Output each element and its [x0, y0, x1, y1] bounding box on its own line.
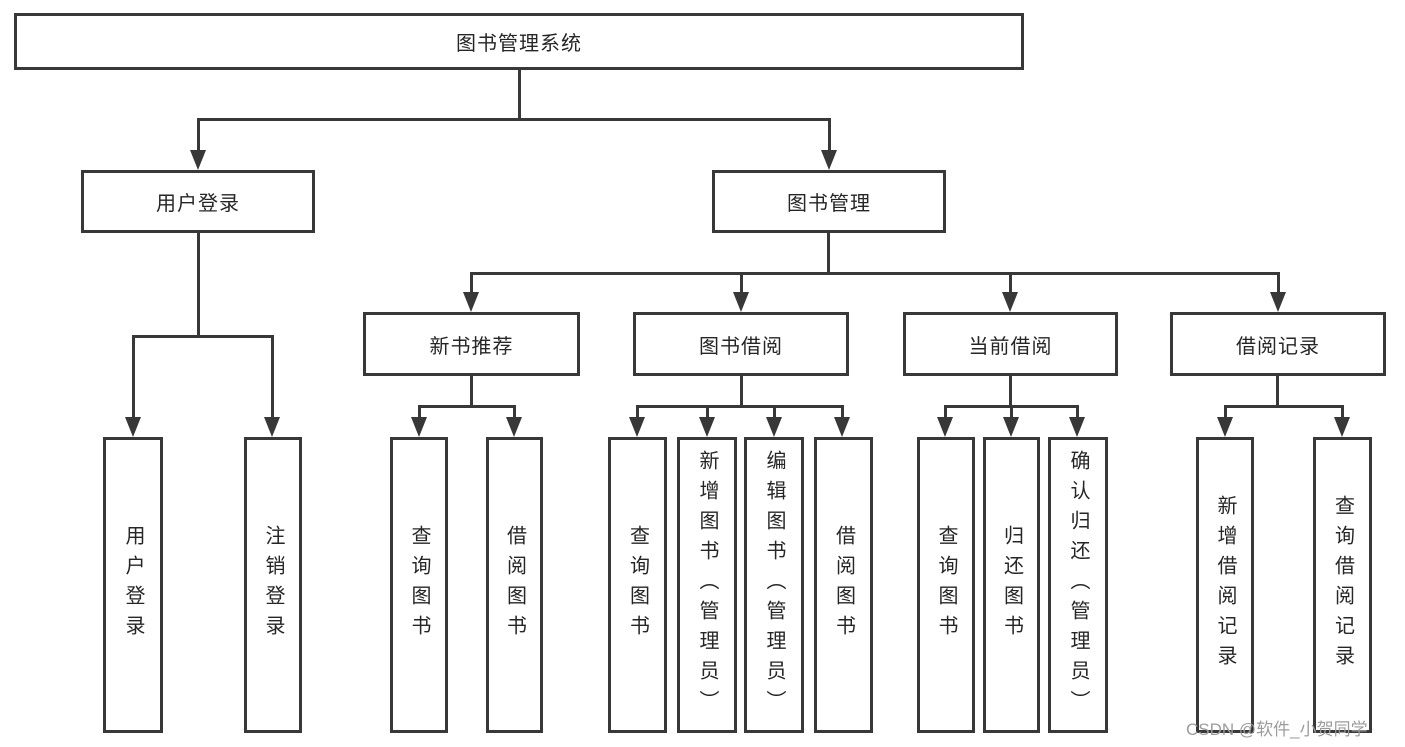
- arrow-down-icon: [766, 417, 782, 437]
- connector-to-book-borrow: [740, 272, 743, 296]
- leaf-borrow-book-recommend: 借阅图书: [486, 437, 543, 733]
- node-new-book-recommend: 新书推荐: [363, 312, 580, 376]
- connector-to-borrow-records: [1277, 272, 1280, 296]
- connector-new-book-bar: [418, 405, 516, 408]
- connector-stub: [706, 405, 709, 419]
- arrow-down-icon: [821, 150, 837, 170]
- leaf-edit-book-admin-label: 编辑图书（管理员）: [763, 450, 785, 720]
- leaf-query-book-current-label: 查询图书: [935, 525, 957, 645]
- connector-user-login-to-login: [132, 335, 135, 419]
- leaf-user-login-label: 用户登录: [122, 525, 144, 645]
- leaf-query-book-recommend: 查询图书: [390, 437, 448, 733]
- leaf-borrow-book: 借阅图书: [814, 437, 873, 733]
- node-borrow-records-label: 借阅记录: [1236, 335, 1320, 358]
- leaf-query-book-borrow: 查询图书: [608, 437, 667, 733]
- connector-stub: [841, 405, 844, 419]
- connector-stub: [513, 405, 516, 419]
- connector-stub: [418, 405, 421, 419]
- arrow-down-icon: [699, 417, 715, 437]
- connector-stub: [773, 405, 776, 419]
- connector-stub: [944, 405, 947, 419]
- node-book-borrow-label: 图书借阅: [699, 335, 783, 358]
- node-book-management: 图书管理: [712, 170, 946, 233]
- connector-new-book-stem: [470, 376, 473, 405]
- connector-user-login-to-logout: [271, 335, 274, 419]
- arrow-down-icon: [937, 417, 953, 437]
- arrow-down-icon: [629, 417, 645, 437]
- leaf-add-borrow-record: 新增借阅记录: [1196, 437, 1254, 733]
- leaf-query-borrow-record: 查询借阅记录: [1313, 437, 1372, 733]
- arrow-down-icon: [1217, 417, 1233, 437]
- connector-to-current-borrow: [1009, 272, 1012, 296]
- leaf-borrow-book-label: 借阅图书: [832, 525, 855, 645]
- arrow-down-icon: [1270, 292, 1286, 312]
- leaf-logout-label: 注销登录: [262, 525, 284, 645]
- arrow-down-icon: [1069, 417, 1085, 437]
- arrow-down-icon: [411, 417, 427, 437]
- connector-stub: [636, 405, 639, 419]
- leaf-add-book-admin-label: 新增图书（管理员）: [696, 450, 718, 720]
- connector-to-new-book: [470, 272, 473, 296]
- connector-root-to-user-login: [197, 118, 200, 152]
- node-current-borrow-label: 当前借阅: [968, 335, 1053, 358]
- node-user-login: 用户登录: [81, 170, 315, 233]
- connector-stub: [1341, 405, 1344, 419]
- connector-root-stem: [518, 69, 521, 118]
- arrow-down-icon: [733, 292, 749, 312]
- arrow-down-icon: [190, 150, 206, 170]
- node-user-login-label: 用户登录: [156, 193, 240, 215]
- leaf-return-book-label: 归还图书: [1000, 525, 1023, 645]
- connector-borrow-records-bar: [1224, 405, 1342, 408]
- node-book-borrow: 图书借阅: [633, 312, 849, 376]
- leaf-confirm-return-admin: 确认归还（管理员）: [1048, 437, 1108, 733]
- leaf-user-login: 用户登录: [103, 437, 163, 733]
- leaf-add-book-admin: 新增图书（管理员）: [677, 437, 737, 733]
- connector-borrow-records-stem: [1276, 376, 1279, 405]
- leaf-edit-book-admin: 编辑图书（管理员）: [744, 437, 804, 733]
- leaf-confirm-return-admin-label: 确认归还（管理员）: [1067, 450, 1089, 720]
- connector-user-login-stem: [197, 233, 200, 335]
- node-new-book-recommend-label: 新书推荐: [429, 335, 514, 358]
- arrow-down-icon: [1002, 292, 1018, 312]
- arrow-down-icon: [834, 417, 850, 437]
- connector-user-login-bar: [132, 335, 274, 338]
- node-root: 图书管理系统: [14, 13, 1024, 70]
- connector-stub: [1076, 405, 1079, 419]
- arrow-down-icon: [1003, 417, 1019, 437]
- leaf-borrow-book-recommend-label: 借阅图书: [503, 525, 526, 645]
- connector-stub: [1224, 405, 1227, 419]
- csdn-watermark: CSDN @软件_小贺同学: [1186, 720, 1368, 739]
- node-root-label: 图书管理系统: [456, 33, 582, 55]
- leaf-logout: 注销登录: [244, 437, 302, 733]
- connector-current-borrow-stem: [1009, 376, 1012, 405]
- leaf-query-book-recommend-label: 查询图书: [408, 525, 430, 645]
- connector-root-to-book-management: [828, 118, 831, 152]
- connector-stub: [1010, 405, 1013, 419]
- arrow-down-icon: [125, 417, 141, 437]
- leaf-query-borrow-record-label: 查询借阅记录: [1331, 495, 1354, 675]
- leaf-add-borrow-record-label: 新增借阅记录: [1214, 495, 1236, 675]
- leaf-query-book-current: 查询图书: [917, 437, 975, 733]
- arrow-down-icon: [463, 292, 479, 312]
- arrow-down-icon: [264, 417, 280, 437]
- connector-book-borrow-stem: [740, 376, 743, 405]
- node-book-management-label: 图书管理: [787, 193, 871, 215]
- connector-root-bar: [197, 118, 831, 121]
- leaf-query-book-borrow-label: 查询图书: [626, 525, 649, 645]
- connector-book-borrow-bar: [636, 405, 844, 408]
- arrow-down-icon: [506, 417, 522, 437]
- node-current-borrow: 当前借阅: [903, 312, 1118, 376]
- arrow-down-icon: [1334, 417, 1350, 437]
- node-borrow-records: 借阅记录: [1170, 312, 1386, 376]
- connector-book-management-stem: [827, 233, 830, 272]
- connector-book-management-bar: [470, 272, 1280, 275]
- leaf-return-book: 归还图书: [983, 437, 1040, 733]
